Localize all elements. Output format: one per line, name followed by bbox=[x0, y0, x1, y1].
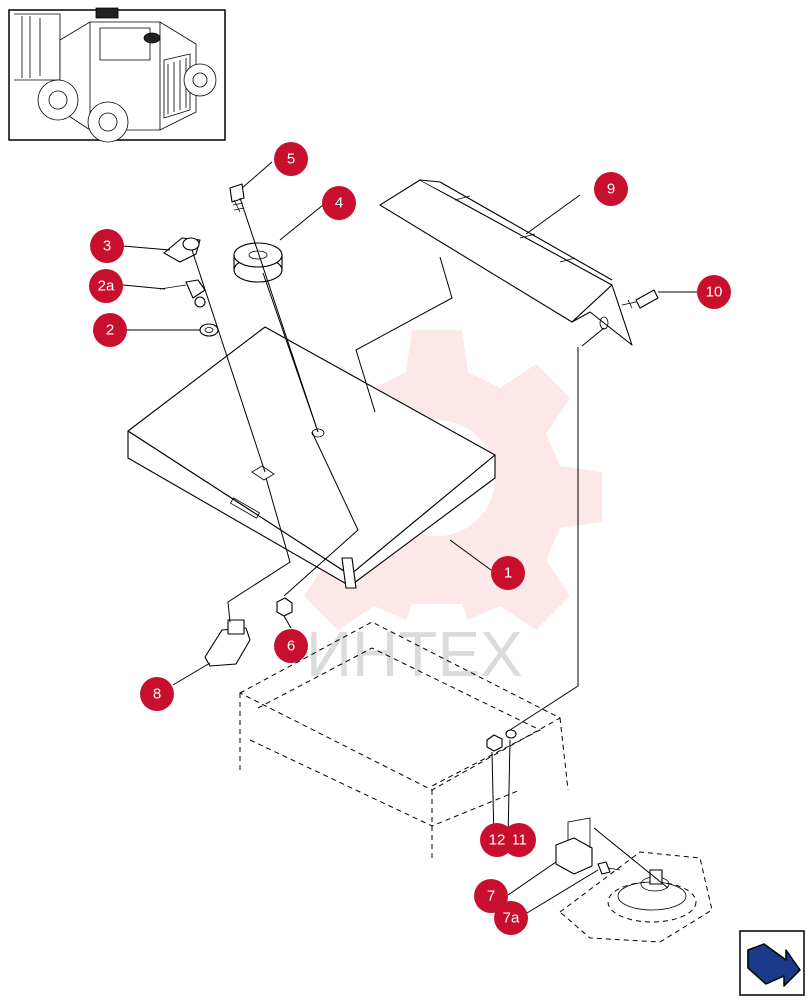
part-tray bbox=[127, 326, 496, 589]
machine-locator-thumbnail bbox=[8, 7, 226, 143]
callout-label: 5 bbox=[287, 151, 295, 168]
callout-2a[interactable]: 2a bbox=[89, 269, 123, 303]
callout-2[interactable]: 2 bbox=[93, 313, 127, 347]
part-nut-6 bbox=[276, 597, 293, 617]
part-key-7a bbox=[597, 861, 621, 875]
callout-label: 6 bbox=[287, 638, 295, 655]
part-washer-11 bbox=[505, 729, 517, 739]
callout-label: 12 bbox=[489, 832, 506, 849]
callout-3[interactable]: 3 bbox=[90, 229, 124, 263]
part-screw-10 bbox=[621, 289, 659, 309]
callout-10[interactable]: 10 bbox=[697, 275, 731, 309]
callout-1[interactable]: 1 bbox=[491, 556, 525, 590]
callout-5[interactable]: 5 bbox=[274, 142, 308, 176]
part-hinged-lid bbox=[379, 179, 633, 346]
callout-4[interactable]: 4 bbox=[322, 186, 356, 220]
part-key-2a bbox=[159, 279, 206, 308]
callout-label: 8 bbox=[153, 686, 161, 703]
callout-7a[interactable]: 7a bbox=[494, 901, 528, 935]
callout-label: 2a bbox=[98, 278, 115, 295]
mounting-frame-outline bbox=[238, 621, 569, 858]
machine-locator-icon bbox=[14, 7, 217, 143]
part-spacer-4 bbox=[233, 242, 283, 283]
part-washer-2 bbox=[199, 323, 219, 337]
part-latch-8 bbox=[204, 619, 251, 667]
callout-label: 3 bbox=[103, 238, 111, 255]
callout-label: 11 bbox=[511, 832, 527, 849]
callout-6[interactable]: 6 bbox=[274, 629, 308, 663]
callout-label: 7a bbox=[503, 910, 520, 927]
next-page-button[interactable] bbox=[739, 930, 805, 996]
callout-8[interactable]: 8 bbox=[140, 677, 174, 711]
part-bolt-5 bbox=[229, 183, 245, 213]
part-nut-12 bbox=[486, 734, 503, 752]
callout-label: 7 bbox=[487, 888, 495, 905]
part-lock-3 bbox=[163, 237, 201, 263]
callout-label: 9 bbox=[607, 181, 615, 198]
watermark-text: ИНТЕХ bbox=[306, 618, 523, 690]
callout-label: 1 bbox=[504, 565, 512, 582]
callout-label: 4 bbox=[335, 195, 343, 212]
callout-label: 2 bbox=[106, 322, 114, 339]
leader-lines bbox=[122, 161, 697, 914]
callout-label: 10 bbox=[706, 284, 723, 301]
callout-9[interactable]: 9 bbox=[594, 172, 628, 206]
part-padlock-7 bbox=[555, 817, 593, 875]
callout-7[interactable]: 7 bbox=[474, 879, 508, 913]
pedestal-outline bbox=[559, 851, 713, 943]
callout-12[interactable]: 12 bbox=[480, 823, 514, 857]
